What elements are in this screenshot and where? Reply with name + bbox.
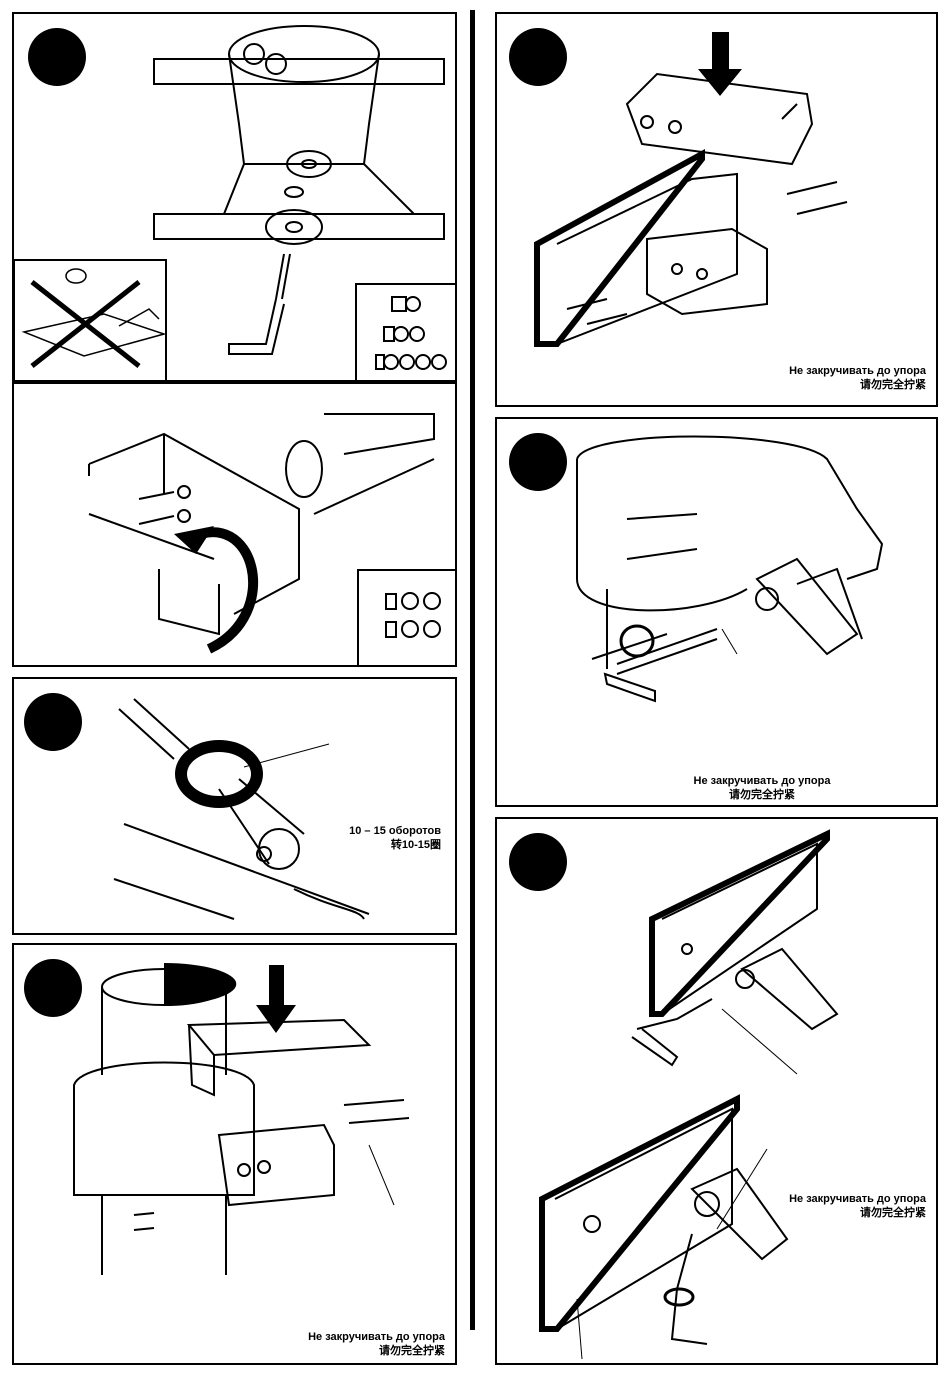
step-panel-2 — [12, 382, 457, 667]
turns-caption-line2: 转10-15圈 — [349, 838, 441, 852]
step-e-caption: Не закручивать до упора 请勿完全拧紧 — [789, 364, 926, 392]
step-f-caption-line2: 请勿完全拧紧 — [647, 788, 877, 802]
step-panel-3: 10 – 15 оборотов 转10-15圈 — [12, 677, 457, 935]
step-panel-5: Не закручивать до упора 请勿完全拧紧 — [495, 12, 938, 407]
plate-hinge-illustration — [497, 819, 938, 1365]
press-down-arrow-icon — [698, 32, 742, 96]
step-d-caption: Не закручивать до упора 请勿完全拧紧 — [308, 1330, 445, 1358]
pipe-bracket-illustration — [14, 945, 457, 1365]
step-g-caption-line1: Не закручивать до упора — [789, 1192, 926, 1206]
step-g-caption-line2: 请勿完全拧紧 — [789, 1206, 926, 1220]
motor-assembly-illustration — [14, 14, 457, 382]
hinge-turn-illustration — [14, 679, 457, 935]
column-divider — [470, 10, 475, 1330]
turns-caption: 10 – 15 оборотов 转10-15圈 — [349, 824, 441, 852]
bracket-rotate-illustration — [14, 384, 457, 667]
step-panel-6: Не закручивать до упора 请勿完全拧紧 — [495, 417, 938, 807]
step-e-caption-line2: 请勿完全拧紧 — [789, 378, 926, 392]
step-f-caption-line1: Не закручивать до упора — [647, 774, 877, 788]
hinge-mount-illustration — [497, 419, 938, 807]
step-panel-4: Не закручивать до упора 请勿完全拧紧 — [12, 943, 457, 1365]
turns-caption-line1: 10 – 15 оборотов — [349, 824, 441, 838]
step-d-caption-line1: Не закручивать до упора — [308, 1330, 445, 1344]
step-d-caption-line2: 请勿完全拧紧 — [308, 1344, 445, 1358]
step-panel-1 — [12, 12, 457, 382]
clamp-plate-illustration — [497, 14, 938, 407]
step-g-caption: Не закручивать до упора 请勿完全拧紧 — [789, 1192, 926, 1220]
step-panel-7: Не закручивать до упора 请勿完全拧紧 — [495, 817, 938, 1365]
step-f-caption: Не закручивать до упора 请勿完全拧紧 — [647, 774, 877, 802]
step-e-caption-line1: Не закручивать до упора — [789, 364, 926, 378]
